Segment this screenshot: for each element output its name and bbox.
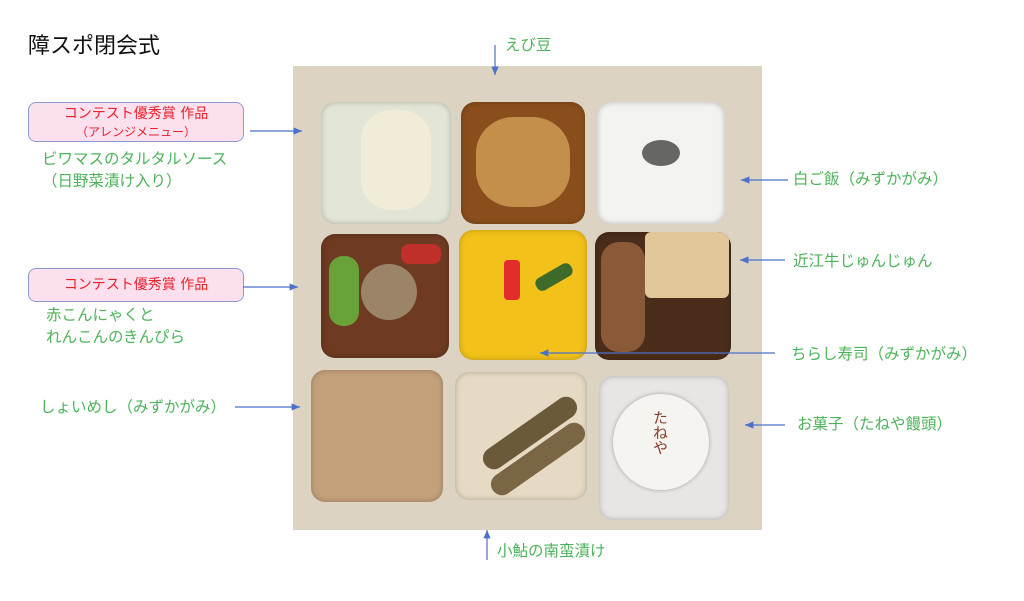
compartment-kinpira — [321, 234, 449, 358]
label-line: （日野菜漬け入り） — [42, 172, 182, 190]
label-ebimame: えび豆 — [505, 36, 552, 54]
compartment-rice — [597, 102, 725, 224]
bento-photo: たねや — [293, 66, 762, 530]
label-line: ビワマスのタルタルソース — [42, 150, 228, 168]
compartment-koayu — [455, 372, 587, 500]
manju-stamp: たねや — [651, 410, 669, 455]
label-hakugohan: 白ご飯（みずかがみ） — [793, 170, 949, 188]
label-line: 赤こんにゃくと — [46, 306, 155, 324]
beans — [476, 117, 570, 207]
compartment-chirashi — [459, 230, 587, 360]
label-shoimeshi: しょいめし（みずかがみ） — [40, 398, 227, 416]
compartment-junjun — [595, 232, 731, 360]
award-badge-text: コンテスト優秀賞 作品 — [63, 106, 209, 122]
label-koayu: 小鮎の南蛮漬け — [497, 542, 606, 560]
manju: たねや — [613, 394, 709, 490]
label-junjun: 近江牛じゅんじゅん — [793, 252, 933, 270]
red-konnyaku — [401, 244, 441, 264]
slide-title: 障スポ閉会式 — [28, 34, 161, 59]
label-line: れんこんのきんぴら — [46, 328, 186, 346]
shirataki — [601, 242, 645, 352]
label-chirashi: ちらし寿司（みずかがみ） — [791, 345, 978, 363]
award-badge-2: コンテスト優秀賞 作品 — [28, 268, 244, 302]
tartar-fish — [361, 110, 431, 210]
label-konnyaku: 赤こんにゃくと れんこんのきんぴら — [46, 304, 185, 348]
tofu — [645, 232, 729, 298]
award-badge-subtext: （アレンジメニュー） — [75, 125, 196, 139]
pickled-ginger — [504, 260, 520, 300]
award-badge-1: コンテスト優秀賞 作品 （アレンジメニュー） — [28, 102, 244, 142]
sesame — [642, 140, 680, 166]
compartment-okashi: たねや — [599, 376, 729, 520]
label-okashi: お菓子（たねや饅頭） — [797, 415, 953, 433]
lotus-root — [361, 264, 417, 320]
label-biwamasu: ビワマスのタルタルソース （日野菜漬け入り） — [42, 148, 227, 192]
compartment-biwamasu — [321, 102, 451, 224]
compartment-shoimeshi — [311, 370, 443, 502]
edamame — [329, 256, 359, 326]
compartment-ebimame — [461, 102, 585, 224]
